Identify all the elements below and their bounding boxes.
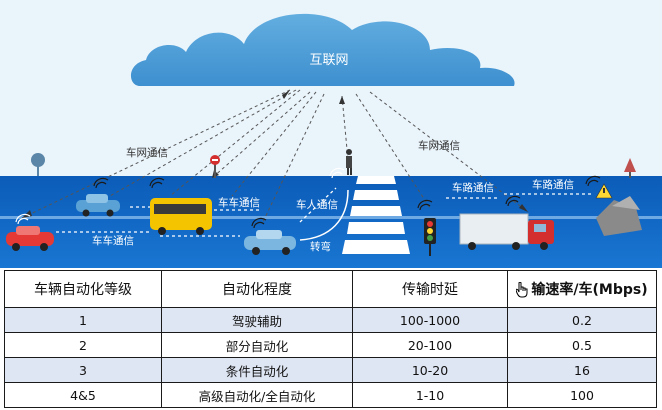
- internet-cloud: 互联网: [130, 13, 515, 87]
- header-degree: 自动化程度: [161, 270, 353, 308]
- v2x-scene-diagram: 互联网: [0, 0, 662, 268]
- car-red: [6, 226, 54, 251]
- cell-level: 2: [4, 332, 162, 358]
- signal-wave-icons: [93, 175, 601, 229]
- v2v-links: [56, 187, 592, 237]
- cell-latency: 10-20: [352, 357, 508, 383]
- table-row: 2 部分自动化 20-100 0.5: [4, 332, 657, 358]
- label-turn: 转弯: [310, 240, 331, 253]
- cell-latency: 100-1000: [352, 307, 508, 333]
- cell-rate: 0.2: [507, 307, 657, 333]
- cell-rate: 0.5: [507, 332, 657, 358]
- traffic-light-icon: [424, 218, 436, 256]
- table-row: 1 驾驶辅助 100-1000 0.2: [4, 307, 657, 333]
- label-v2n-right: 车网通信: [418, 139, 460, 152]
- cell-degree: 部分自动化: [161, 332, 353, 358]
- label-v2i-left: 车路通信: [452, 181, 494, 194]
- rock-obstacle: [596, 196, 642, 236]
- label-v2v-top: 车车通信: [218, 196, 260, 209]
- tree-icon: [31, 153, 45, 176]
- table-row: 3 条件自动化 10-20 16: [4, 357, 657, 383]
- table-row: 4&5 高级自动化/全自动化 1-10 100: [4, 382, 657, 408]
- hand-cursor-icon: [516, 282, 528, 298]
- label-v2n-left: 车网通信: [126, 146, 168, 159]
- car-blue-left: [76, 194, 120, 217]
- cell-rate: 16: [507, 357, 657, 383]
- cell-level: 1: [4, 307, 162, 333]
- cell-latency: 20-100: [352, 332, 508, 358]
- cell-degree: 驾驶辅助: [161, 307, 353, 333]
- label-v2p: 车人通信: [296, 198, 338, 211]
- network-links: [21, 89, 529, 225]
- cell-degree: 高级自动化/全自动化: [161, 382, 353, 408]
- label-v2i-right: 车路通信: [532, 178, 574, 191]
- crosswalk: [342, 176, 410, 254]
- header-rate: 输速率/车(Mbps): [507, 270, 657, 308]
- cloud-label: 互联网: [309, 53, 348, 68]
- turn-arrow: [299, 189, 349, 241]
- no-entry-sign-icon: [210, 155, 220, 178]
- pedestrian: [346, 149, 352, 175]
- cell-rate: 100: [507, 382, 657, 408]
- cell-degree: 条件自动化: [161, 357, 353, 383]
- label-v2v-bottom: 车车通信: [92, 234, 134, 247]
- table-header-row: 车辆自动化等级 自动化程度 传输时延 输速率/车(Mbps): [4, 270, 657, 308]
- cell-level: 4&5: [4, 382, 162, 408]
- roadside-tree-icon: [624, 158, 636, 178]
- truck: [459, 213, 554, 250]
- header-latency: 传输时延: [352, 270, 508, 308]
- cell-latency: 1-10: [352, 382, 508, 408]
- school-bus: [150, 198, 212, 235]
- lane-divider: [0, 216, 662, 219]
- signal-wave-icons-light: [15, 167, 345, 225]
- cell-level: 3: [4, 357, 162, 383]
- header-level: 车辆自动化等级: [4, 270, 162, 308]
- warning-sign-icon: [595, 183, 613, 199]
- header-rate-label: 输速率/车(Mbps): [531, 282, 648, 298]
- automation-level-table: 车辆自动化等级 自动化程度 传输时延 输速率/车(Mbps) 1 驾驶辅助 10…: [4, 270, 657, 408]
- car-blue-center: [244, 230, 296, 255]
